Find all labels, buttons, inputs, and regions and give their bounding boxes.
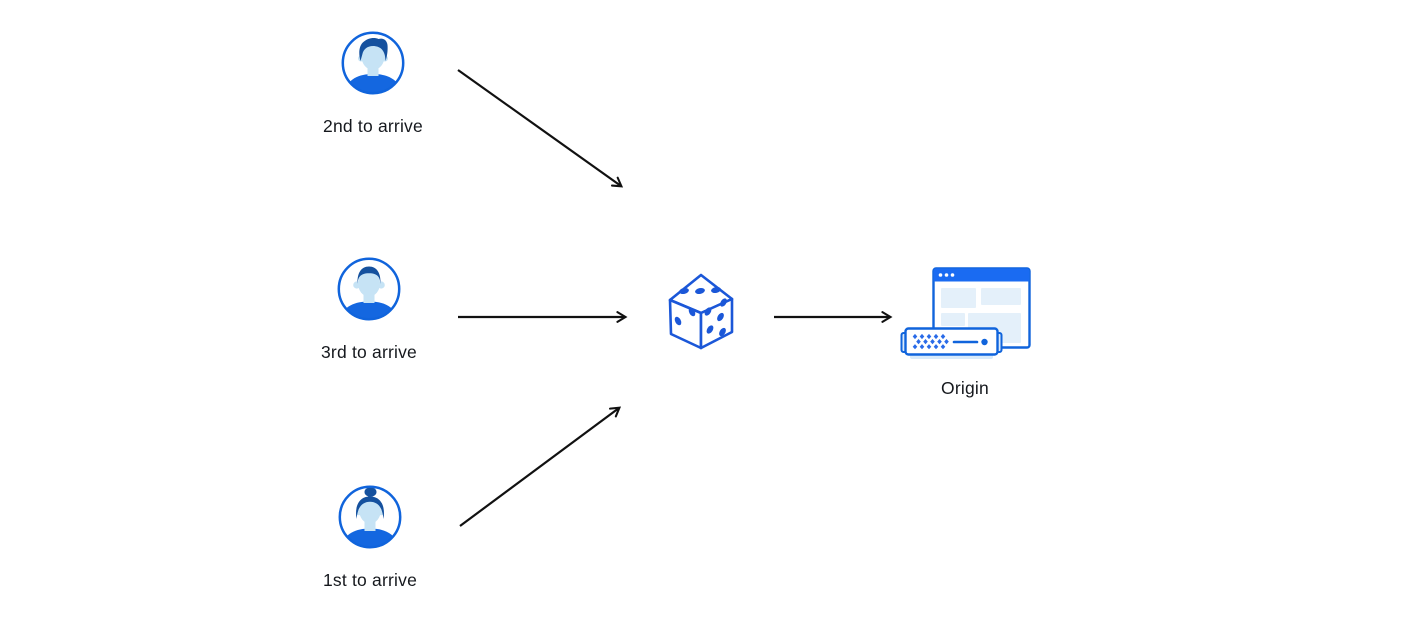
origin-server-icon bbox=[900, 267, 1031, 359]
browser-header bbox=[933, 268, 1029, 282]
server-unit bbox=[900, 327, 1002, 359]
hair bbox=[356, 496, 384, 519]
hair bbox=[359, 38, 388, 61]
dice-icon bbox=[668, 273, 734, 350]
arrow-client-2nd-to-dice bbox=[457, 69, 624, 188]
browser-header-dots bbox=[938, 273, 954, 277]
face bbox=[359, 497, 381, 524]
node-label-client-1st: 1st to arrive bbox=[322, 570, 418, 590]
dice-pips bbox=[674, 286, 727, 337]
node-origin: Origin bbox=[895, 262, 1035, 398]
hair bbox=[357, 266, 381, 284]
node-label-client-2nd: 2nd to arrive bbox=[323, 116, 423, 136]
node-client-2nd: 2nd to arrive bbox=[303, 30, 443, 136]
avatar-man-pompadour-icon bbox=[341, 31, 405, 95]
server-led-dot bbox=[980, 338, 988, 346]
node-label-client-3rd: 3rd to arrive bbox=[321, 342, 417, 362]
node-random-dice bbox=[667, 272, 735, 350]
arrow-client-1st-to-dice bbox=[459, 406, 622, 527]
node-client-3rd: 3rd to arrive bbox=[299, 256, 439, 362]
hair-bun bbox=[364, 487, 377, 497]
face bbox=[358, 270, 380, 297]
face bbox=[361, 43, 385, 70]
avatar-man-short-hair-icon bbox=[337, 257, 401, 321]
node-label-origin: Origin bbox=[941, 378, 989, 398]
node-client-1st: 1st to arrive bbox=[300, 484, 440, 590]
avatar-woman-bun-icon bbox=[338, 485, 402, 549]
